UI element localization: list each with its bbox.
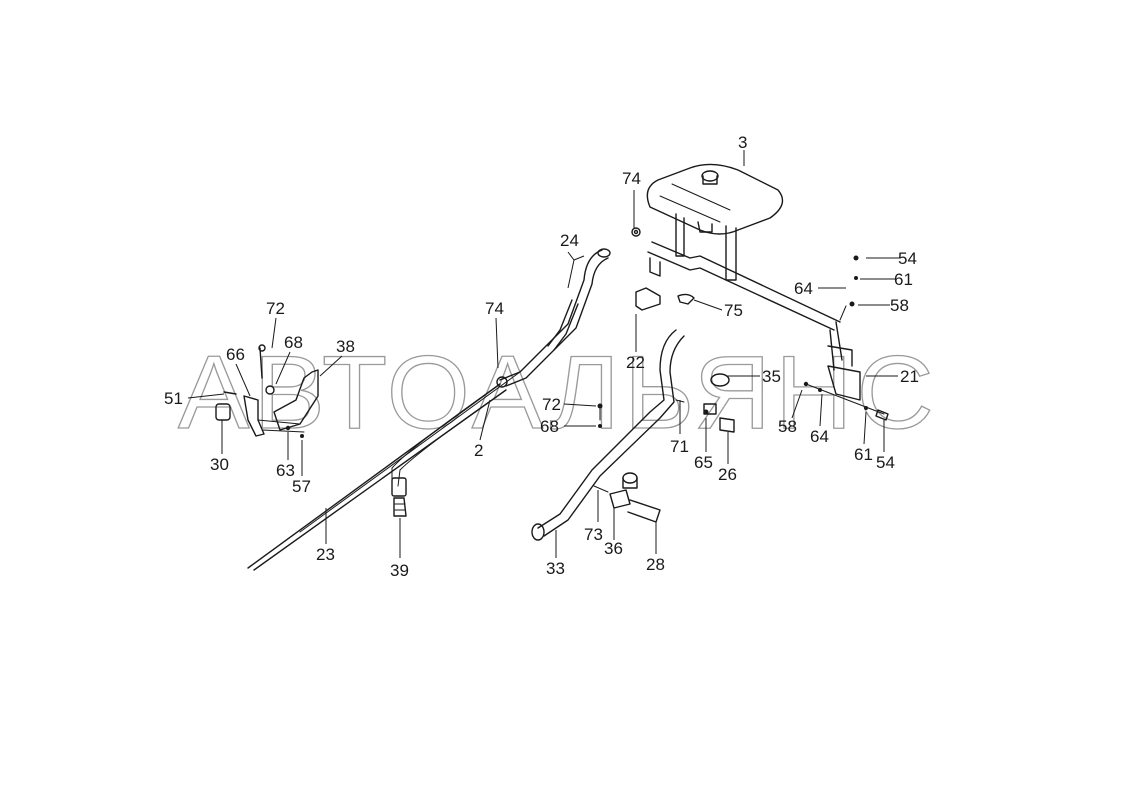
callout-23: 23 [316,545,335,564]
callout-61: 61 [854,445,873,464]
clamp-assembly [496,227,695,388]
callout-68: 68 [284,333,303,352]
callout-28: 28 [646,555,665,574]
callout-30: 30 [210,455,229,474]
tube-23 [247,371,521,571]
callout-33: 33 [546,559,565,578]
callout-63: 63 [276,461,295,480]
callout-66: 66 [226,345,245,364]
callout-57: 57 [292,477,311,496]
callout-24: 24 [560,231,579,250]
callout-38: 38 [336,337,355,356]
callout-51: 51 [164,389,183,408]
leader-lines [187,150,900,558]
callout-21: 21 [900,367,919,386]
callout-2: 2 [474,441,483,460]
callout-74: 74 [485,299,504,318]
callout-72: 72 [266,299,285,318]
callout-35: 35 [762,367,781,386]
callout-58: 58 [778,417,797,436]
callout-72: 72 [542,395,561,414]
callout-61: 61 [894,270,913,289]
callout-73: 73 [584,525,603,544]
callout-3: 3 [738,133,747,152]
hose-33 [531,329,685,541]
callout-22: 22 [626,353,645,372]
callout-64: 64 [810,427,829,446]
callout-26: 26 [718,465,737,484]
right-hardware [803,255,889,421]
center-bolts [597,403,603,428]
tube-24 [499,248,611,387]
connector-lower [593,472,661,523]
callout-65: 65 [694,453,713,472]
callout-68: 68 [540,417,559,436]
fittings-right [675,373,735,433]
callout-36: 36 [604,539,623,558]
callout-75: 75 [724,301,743,320]
callout-labels: 3 74 24 54 61 64 58 74 75 72 68 38 66 51… [164,133,919,580]
callout-39: 39 [390,561,409,580]
left-bracket-assembly [215,344,319,438]
mounting-frame [635,241,861,401]
callout-64: 64 [794,279,813,298]
callout-54: 54 [898,249,917,268]
callout-54: 54 [876,453,895,472]
callout-58: 58 [890,296,909,315]
air-tank [646,163,784,281]
callout-71: 71 [670,437,689,456]
callout-74: 74 [622,169,641,188]
